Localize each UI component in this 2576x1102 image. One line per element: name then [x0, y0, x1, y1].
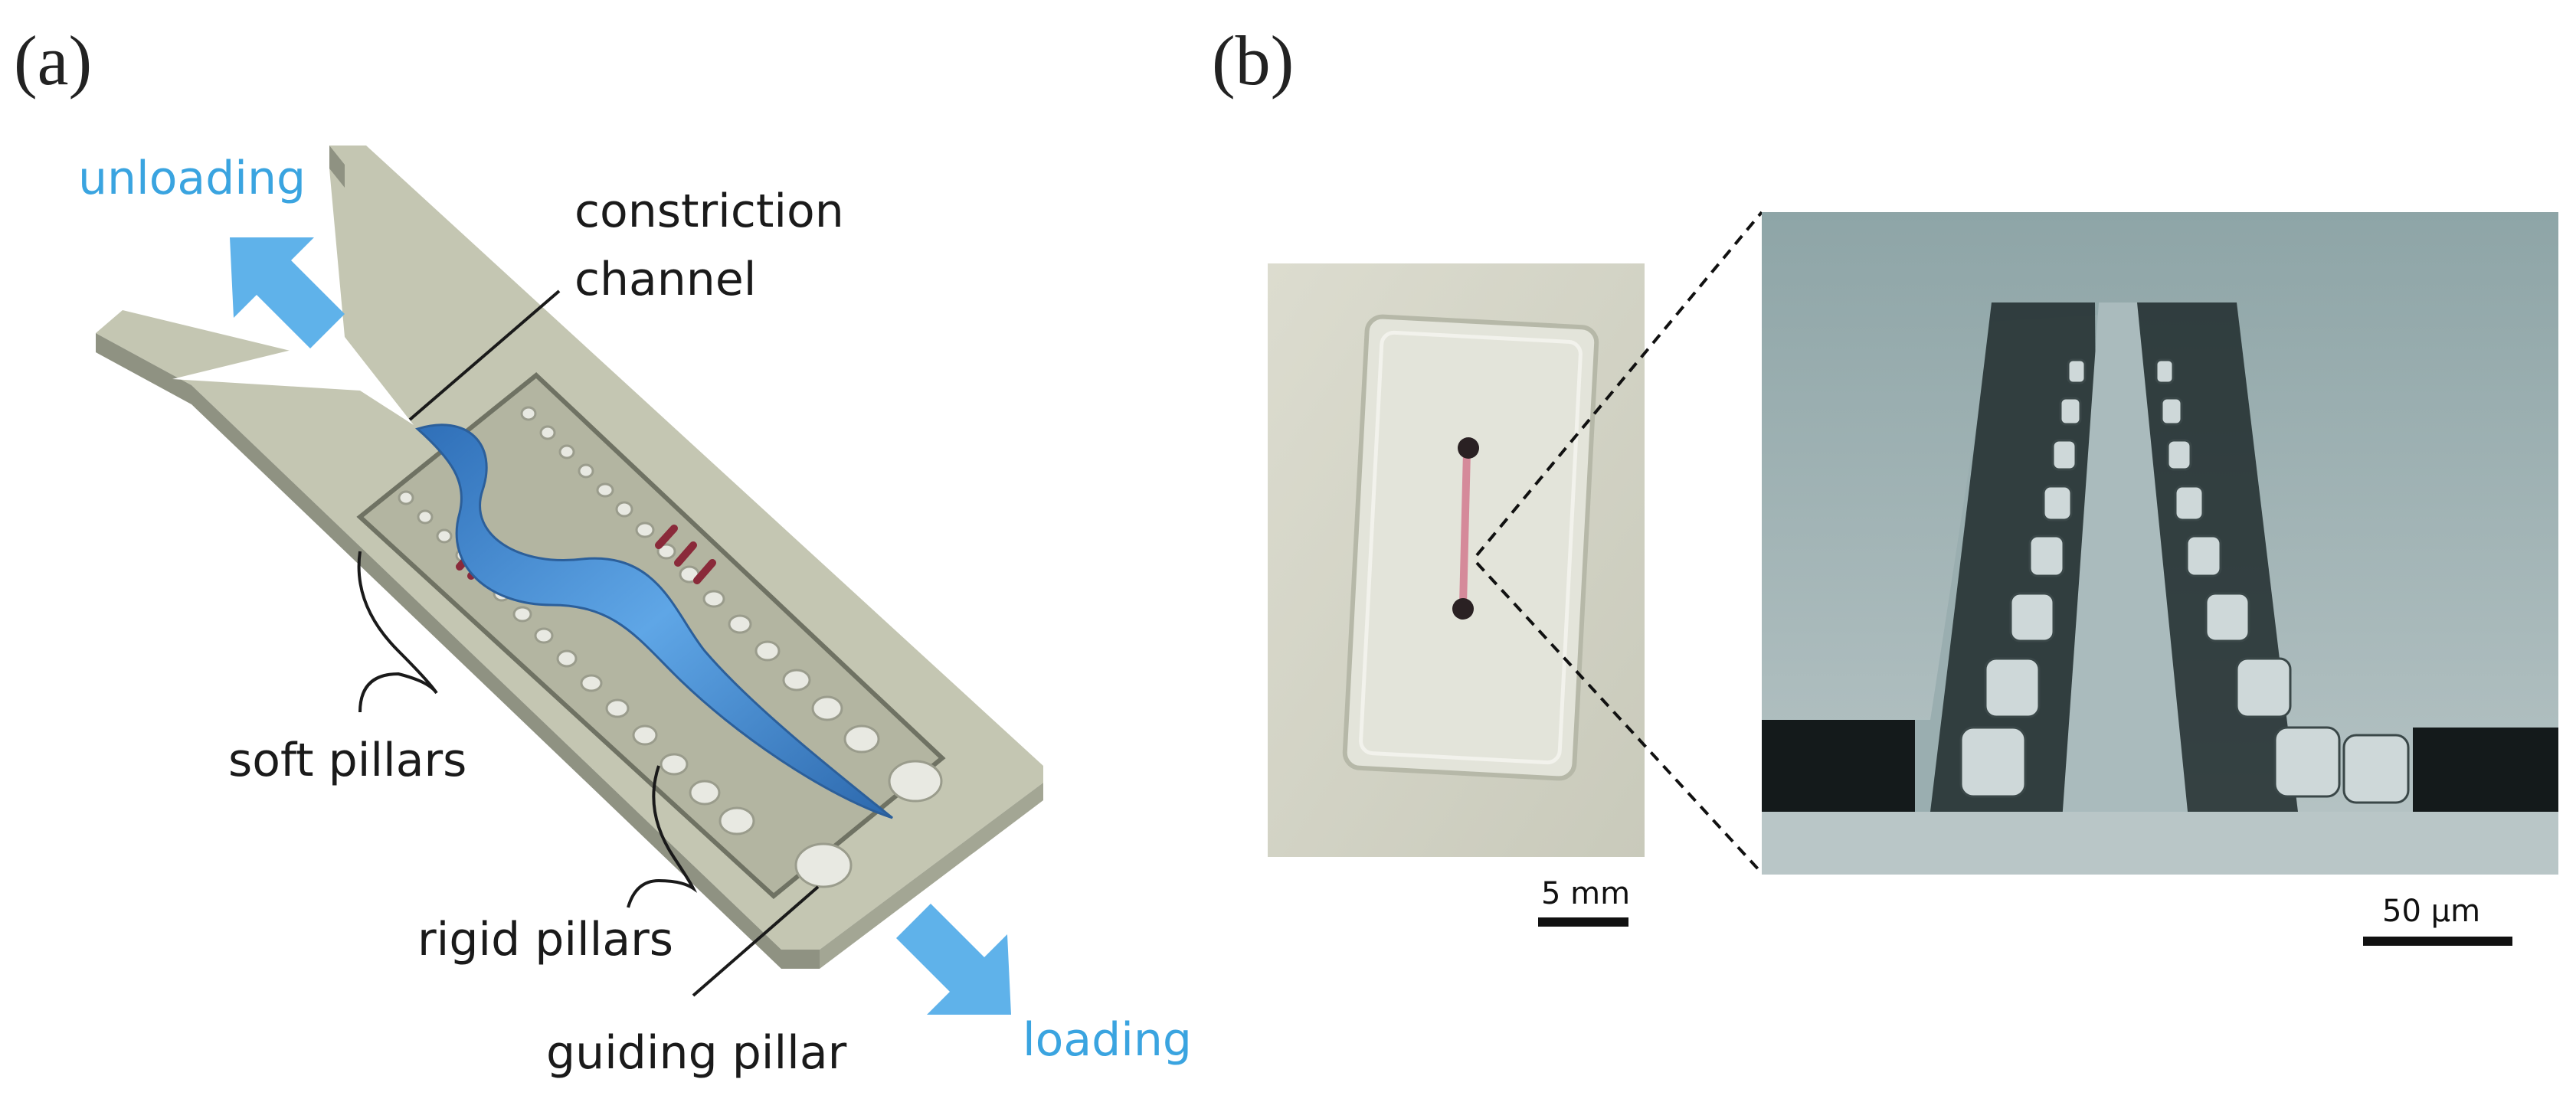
worm: [415, 423, 893, 819]
sem-scale-label: 50 µm: [2382, 894, 2480, 929]
pillar: [398, 490, 414, 505]
constriction-label-1: constriction: [574, 185, 844, 238]
panel-a: (a): [14, 21, 1192, 1080]
pillar: [718, 806, 755, 835]
constriction-leader: [408, 289, 561, 421]
panel-a-label: (a): [14, 21, 92, 100]
pillar: [605, 698, 630, 718]
rigid-pillars-brace: [627, 765, 698, 908]
pillar: [754, 640, 781, 662]
annotation-lines: [357, 289, 820, 997]
pillar: [728, 614, 752, 634]
pillar: [512, 606, 532, 623]
pillar: [556, 649, 578, 668]
chip-side-face-right: [820, 783, 1043, 969]
pillar: [417, 509, 434, 525]
unloading-arrow-icon: [230, 237, 345, 348]
unloading-label: unloading: [78, 152, 306, 205]
loading-arrow-icon: [896, 904, 1011, 1015]
pillar: [580, 674, 603, 692]
photo-scale-label: 5 mm: [1541, 876, 1630, 911]
pillar: [596, 482, 614, 498]
pillar: [539, 425, 556, 440]
pillar: [811, 695, 843, 721]
photo-scale-bar: 5 mm: [1538, 876, 1630, 927]
chip-arm-upper-side: [329, 146, 345, 188]
soft-pillars-brace: [357, 551, 438, 713]
pillar: [520, 406, 537, 421]
pillar: [656, 543, 676, 560]
soft-pillars-label: soft pillars: [228, 734, 466, 787]
pillar: [534, 627, 554, 644]
panel-b: (b): [1212, 21, 2558, 946]
chip-photo: [1268, 263, 1645, 857]
pillar: [558, 444, 575, 459]
pillar: [702, 590, 725, 608]
guiding-pillar: [794, 842, 853, 888]
chip-notch: [172, 337, 414, 425]
pillar-row-lower: [398, 490, 853, 888]
rigid-pillars-label: rigid pillars: [417, 913, 673, 966]
guiding-pillar-leader: [692, 885, 820, 997]
pillar: [578, 463, 594, 479]
zoom-lines: [1475, 211, 1763, 875]
constriction-label-2: channel: [574, 253, 756, 306]
sem-image: [1762, 212, 2558, 875]
pillar: [635, 522, 655, 538]
pillar: [615, 501, 633, 518]
pillar: [888, 760, 943, 803]
pillar: [660, 753, 689, 776]
pillar-row-upper: [520, 406, 943, 803]
pillar: [843, 724, 880, 754]
loading-label: loading: [1023, 1013, 1192, 1067]
chip-side-face: [96, 333, 820, 969]
pillar: [782, 669, 811, 692]
pillar: [436, 528, 453, 544]
panel-b-label: (b): [1212, 21, 1294, 100]
pillar: [689, 780, 721, 806]
pillar: [632, 724, 658, 746]
sem-scale-bar: 50 µm: [2363, 894, 2512, 946]
guiding-pillar-label: guiding pillar: [546, 1026, 847, 1080]
